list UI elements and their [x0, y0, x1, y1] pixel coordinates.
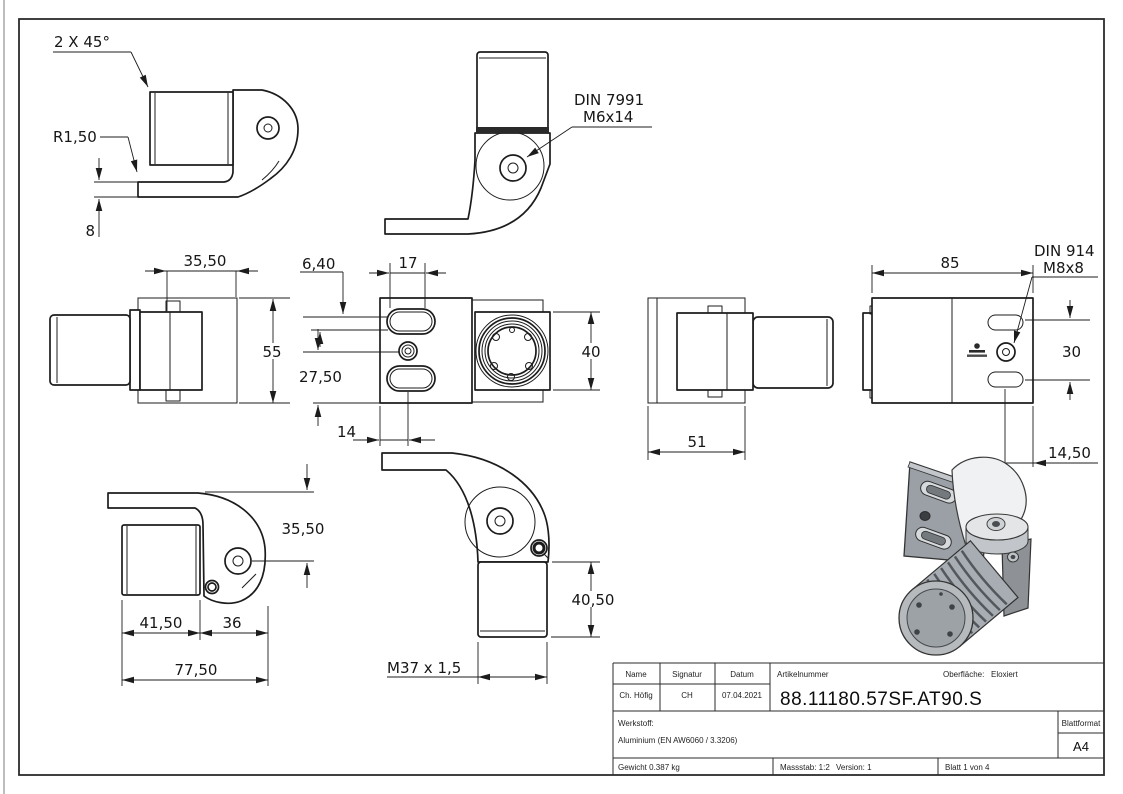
height-dim-text: 55	[262, 343, 281, 361]
view-isometric	[898, 456, 1032, 656]
radius-label: R1,50	[53, 128, 97, 146]
depth-dim-text: 51	[687, 433, 706, 451]
werkstoff-value: Aluminium (EN AW6060 / 3.3206)	[618, 736, 738, 745]
cylinder-dia-dim-text: 40	[581, 343, 600, 361]
chamfer-callout: 2 X 45°	[53, 33, 149, 88]
din7991-callout: DIN 7991 M6x14	[526, 91, 652, 158]
dim-55: 55	[239, 297, 290, 404]
dim-8: 8	[85, 158, 140, 240]
artikelnummer-value: 88.11180.57SF.AT90.S	[780, 689, 982, 710]
manufacturer-logo	[967, 343, 987, 357]
view-middle-right: 51	[647, 297, 834, 460]
version-value: Version: 1	[836, 763, 872, 772]
radius-callout: R1,50	[53, 128, 138, 173]
hook-len-dim-text: 36	[222, 614, 241, 632]
total-len-dim-text: 77,50	[175, 661, 218, 679]
dim-35-50-v: 35,50	[205, 464, 324, 588]
screw-spec-line2: M6x14	[583, 108, 633, 126]
dim-40-50: 40,50	[551, 561, 615, 638]
screw-spec-line1: DIN 7991	[574, 91, 644, 109]
cylinder-len-dim-text: 40,50	[572, 591, 615, 609]
dim-36: 36	[200, 606, 269, 686]
dim-41-50: 41,50	[121, 600, 201, 686]
title-block: Name Signatur Datum Artikelnummer Oberfl…	[612, 662, 1104, 775]
dim-14: 14	[337, 392, 435, 446]
view-top-left: 2 X 45° R1,50 8	[53, 33, 299, 240]
hole-offset-dim-text: 27,50	[299, 368, 342, 386]
dim-17: 17	[369, 254, 446, 308]
thread-dim-text: M37 x 1,5	[387, 659, 461, 677]
dim-77-50: 77,50	[122, 661, 268, 684]
datum-label: Datum	[730, 670, 754, 679]
dim-m37: M37 x 1,5	[387, 642, 548, 684]
view-middle-center: 6,40 17 27,50 14	[299, 254, 606, 446]
datum-value: 07.04.2021	[722, 691, 763, 700]
werkstoff-label: Werkstoff:	[618, 719, 654, 728]
iso-hole	[919, 511, 931, 521]
dim-85: 85	[871, 254, 1034, 293]
din914-callout: DIN 914 M8x8	[1013, 242, 1098, 344]
oberflaeche-value: Eloxiert	[991, 670, 1018, 679]
view-top-center: DIN 7991 M6x14	[384, 51, 652, 235]
artikelnummer-label: Artikelnummer	[777, 670, 829, 679]
view-bottom-center: 40,50 M37 x 1,5	[381, 452, 615, 684]
blattformat-label: Blattformat	[1062, 719, 1101, 728]
dim-6-40: 6,40	[300, 255, 388, 347]
setscrew-spec-line2: M8x8	[1043, 259, 1084, 277]
thickness-dim-text: 8	[85, 222, 95, 240]
oberflaeche-label: Oberfläche:	[943, 670, 984, 679]
dim-35-50: 35,50	[145, 252, 258, 311]
gewicht-value: Gewicht 0.387 kg	[618, 763, 680, 772]
iso-slot-bottom	[915, 526, 952, 550]
name-value: Ch. Höfig	[619, 691, 652, 700]
slot-width-dim-text: 6,40	[302, 255, 335, 273]
width-dim-text: 35,50	[184, 252, 227, 270]
width-dim-text: 85	[940, 254, 959, 272]
name-label: Name	[625, 670, 647, 679]
body-len-dim-text: 41,50	[140, 614, 183, 632]
drawing-frame	[18, 18, 1105, 776]
view-middle-left: 35,50 55	[49, 252, 290, 404]
dim-40: 40	[553, 311, 606, 391]
dim-30: 30	[1025, 300, 1090, 400]
setscrew-spec-line1: DIN 914	[1034, 242, 1095, 260]
slot-spacing-dim-text: 30	[1062, 343, 1081, 361]
hole-x-dim-text: 14	[337, 423, 356, 441]
signatur-value: CH	[681, 691, 693, 700]
blattformat-value: A4	[1073, 739, 1089, 754]
height-dim-text: 35,50	[282, 520, 325, 538]
cylinder-face	[475, 314, 549, 388]
view-bottom-left: 35,50 41,50 36 77,50	[107, 464, 324, 686]
view-far-right: DIN 914 M8x8 85 30 14,50	[862, 242, 1098, 467]
blatt-value: Blatt 1 von 4	[945, 763, 990, 772]
signatur-label: Signatur	[672, 670, 702, 679]
massstab-value: Massstab: 1:2	[780, 763, 830, 772]
chamfer-label: 2 X 45°	[54, 33, 110, 51]
iso-slot-top	[920, 480, 957, 504]
dim-51: 51	[647, 406, 746, 460]
slot-length-dim-text: 17	[398, 254, 417, 272]
slot-edge-dim-text: 14,50	[1048, 444, 1091, 462]
dim-27-50: 27,50	[299, 329, 399, 426]
